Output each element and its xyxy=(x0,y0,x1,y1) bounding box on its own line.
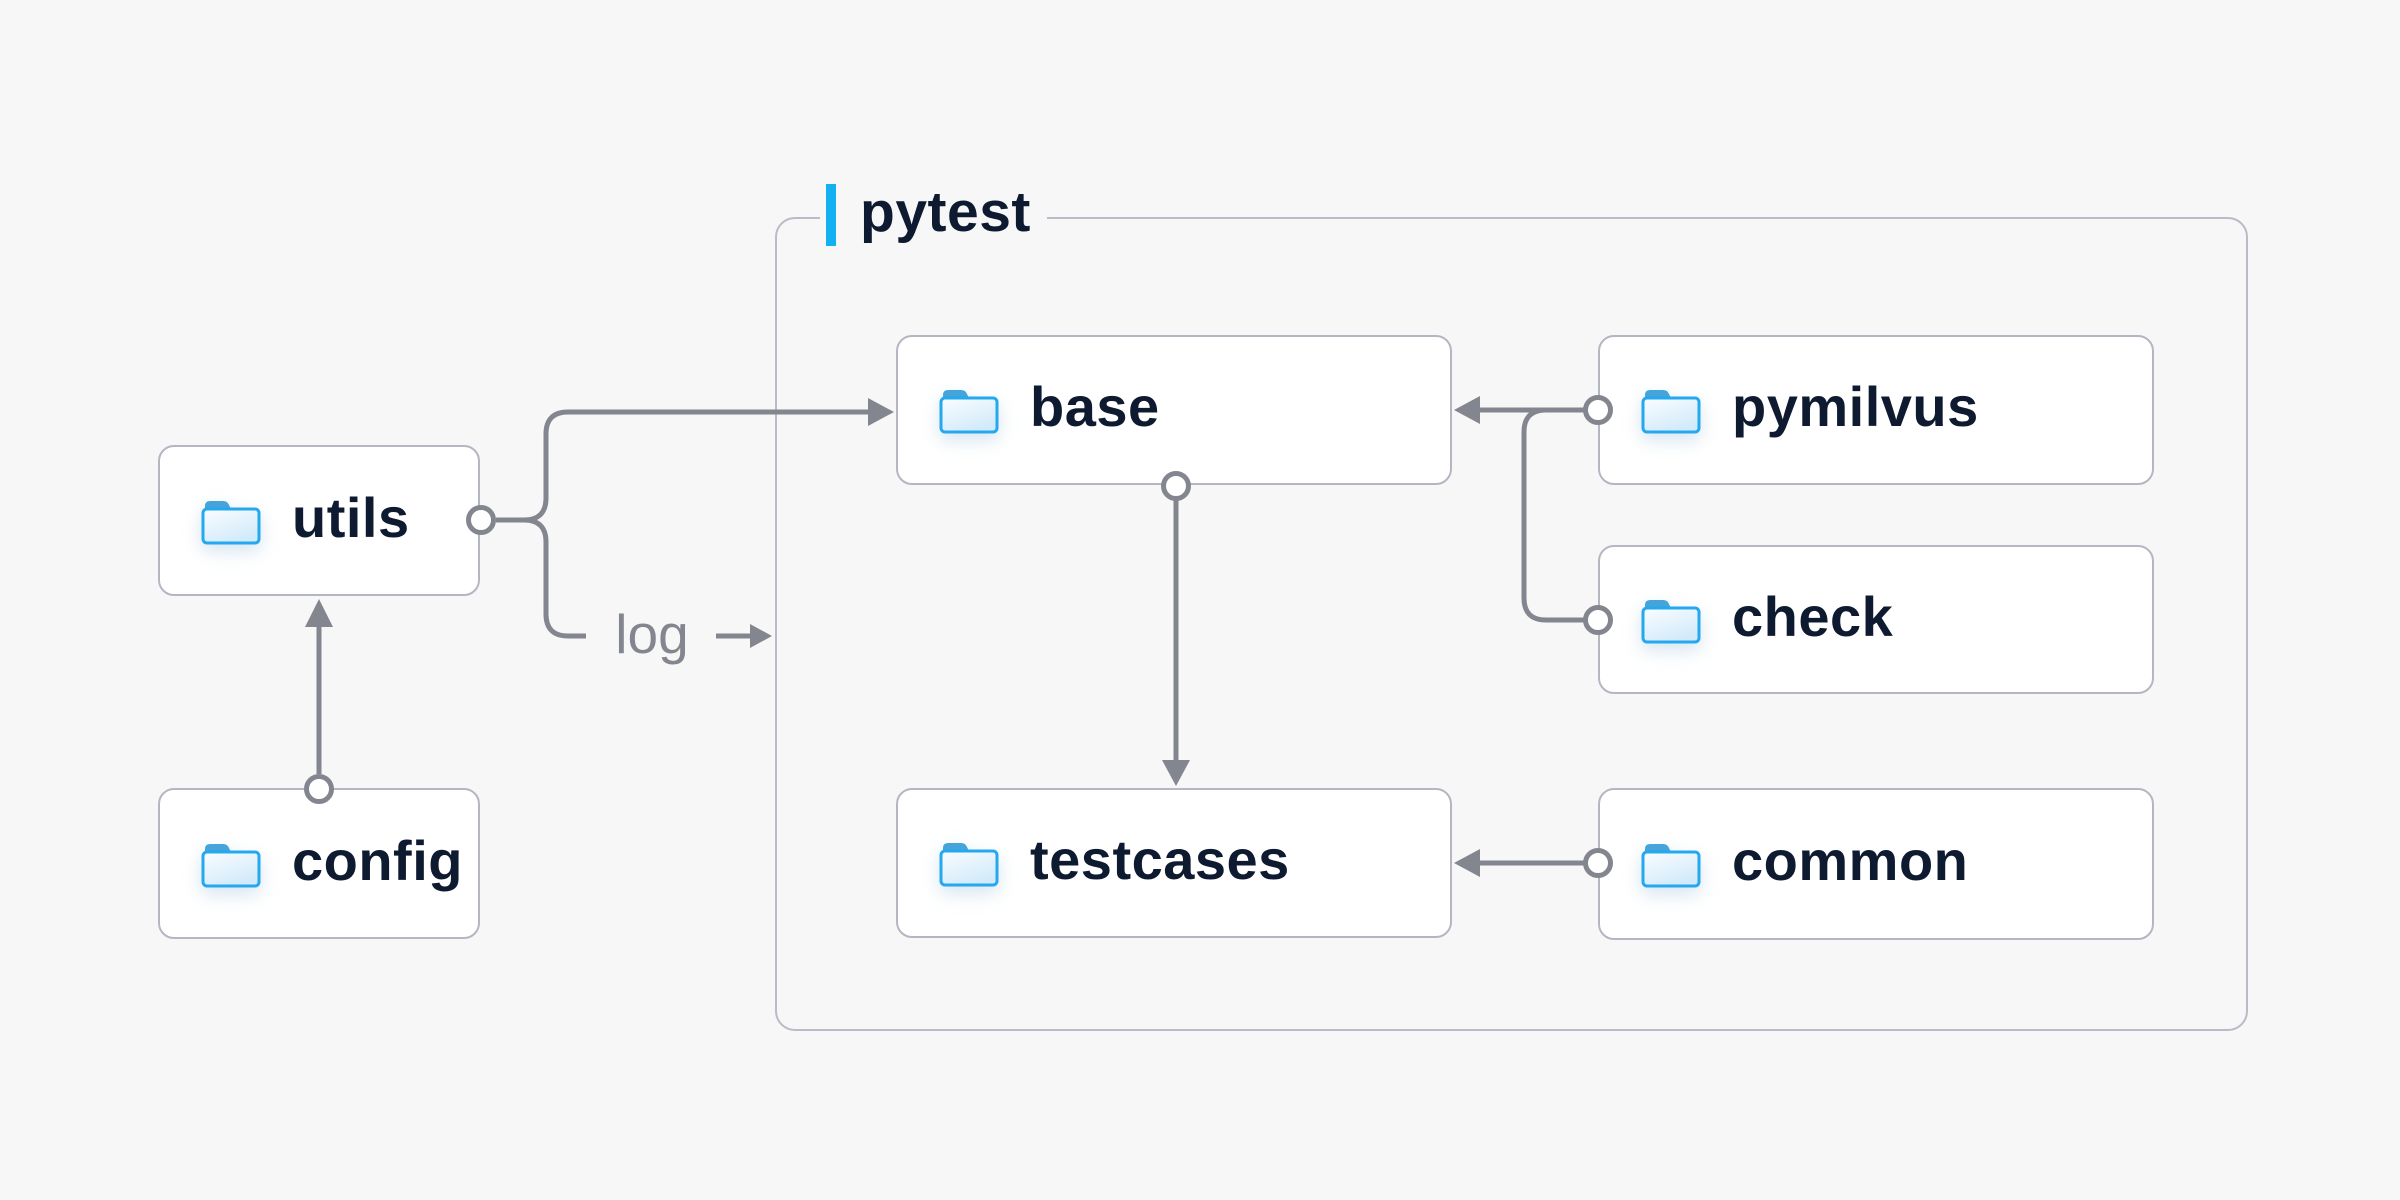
edge-label-log: log xyxy=(615,602,689,665)
node-label: common xyxy=(1732,829,1969,892)
folder-icon xyxy=(201,500,261,544)
folder-icon xyxy=(939,843,999,887)
folder-icon xyxy=(201,843,261,887)
node-pymilvus: pymilvus xyxy=(1598,335,2154,485)
pytest-group xyxy=(775,217,2248,1031)
node-config: config xyxy=(158,788,480,939)
node-label: check xyxy=(1732,584,1894,648)
node-utils: utils xyxy=(158,445,480,596)
folder-icon xyxy=(939,390,999,434)
node-label: utils xyxy=(292,485,410,549)
node-label: config xyxy=(292,828,463,892)
node-base: base xyxy=(896,335,1452,485)
node-label: base xyxy=(1030,375,1160,438)
edge-config-utils xyxy=(304,599,334,804)
node-label: pymilvus xyxy=(1732,375,1979,438)
folder-icon xyxy=(1641,844,1701,888)
accent-bar xyxy=(826,184,836,246)
pytest-group-title: pytest xyxy=(860,179,1031,244)
pytest-group-label: pytest xyxy=(820,183,1047,247)
node-check: check xyxy=(1598,545,2154,694)
node-common: common xyxy=(1598,788,2154,940)
folder-icon xyxy=(1641,599,1701,643)
folder-icon xyxy=(1641,390,1701,434)
node-label: testcases xyxy=(1030,828,1290,891)
node-testcases: testcases xyxy=(896,788,1452,938)
